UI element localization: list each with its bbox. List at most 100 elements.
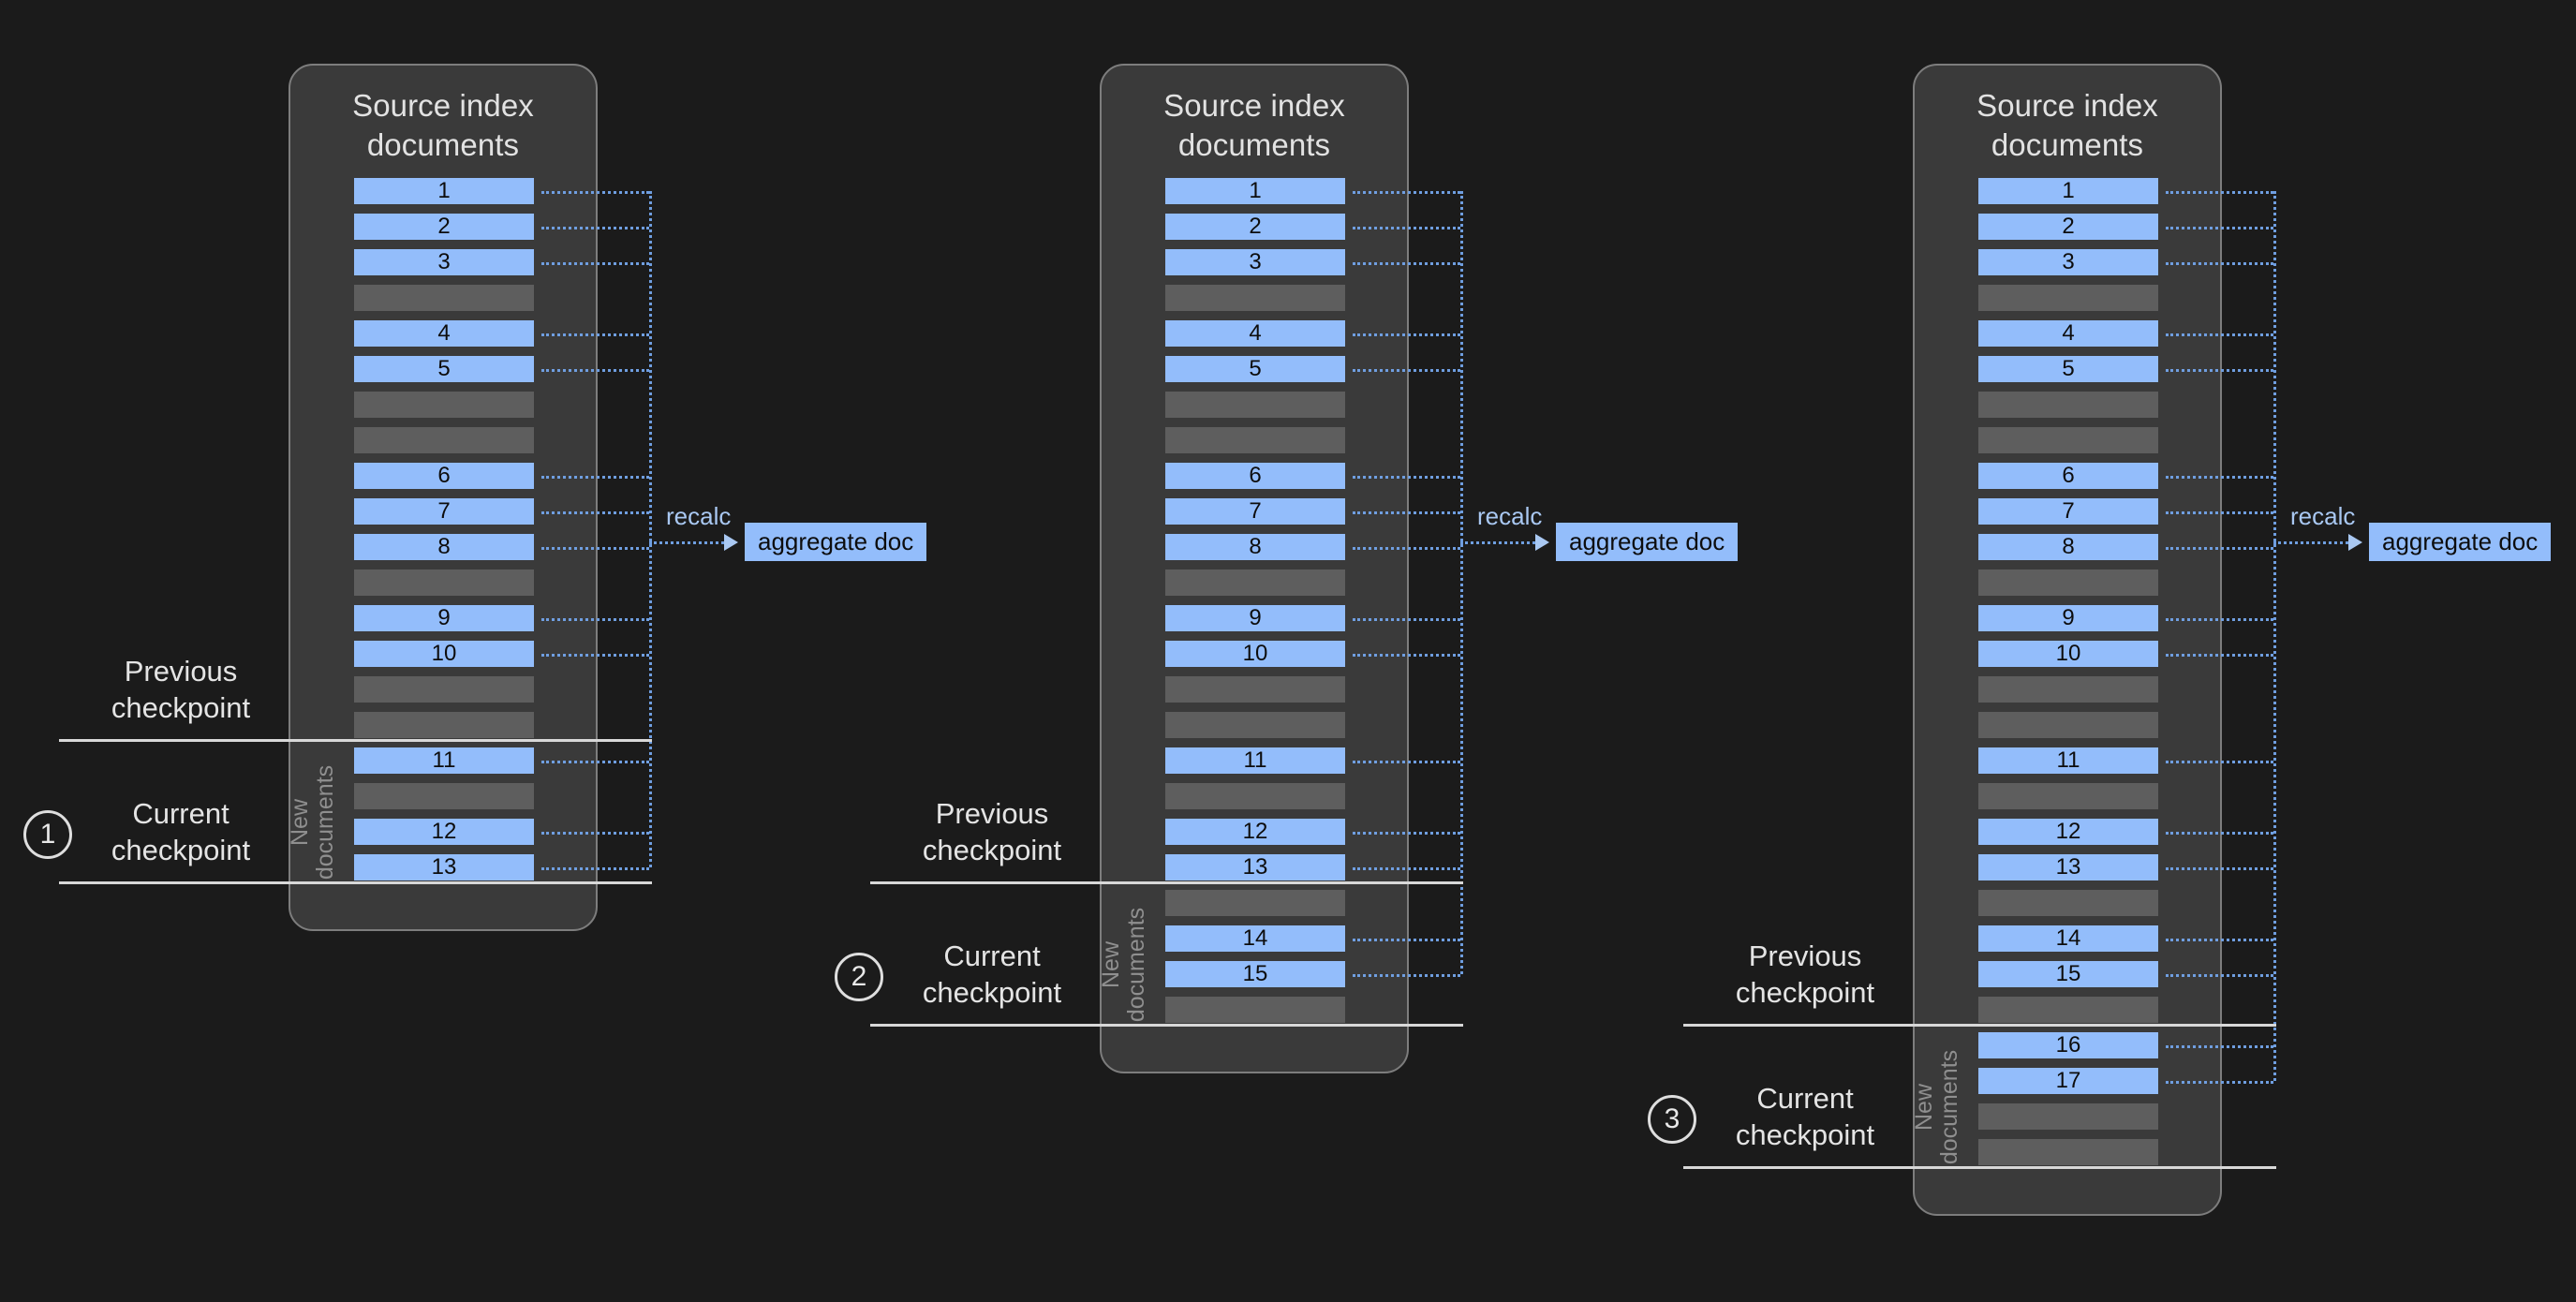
document-row-empty: [354, 427, 534, 453]
document-row-12: 12: [354, 819, 534, 845]
document-row-6: 6: [354, 463, 534, 489]
document-row-13: 13: [1165, 854, 1345, 880]
new-documents-label-2: New documents: [1098, 907, 1149, 1023]
document-row-3: 3: [1165, 249, 1345, 275]
document-row-2: 2: [354, 214, 534, 240]
recalc-label-1: recalc: [666, 502, 732, 530]
connector-line-2: [2166, 227, 2273, 229]
document-row-empty: [1165, 570, 1345, 596]
document-row-13: 13: [1978, 854, 2158, 880]
document-row-empty: [1165, 783, 1345, 809]
connector-line-3: [2166, 262, 2273, 265]
recalc-arrow-line-2: [1460, 541, 1535, 544]
connector-line-16: [2166, 1045, 2273, 1048]
document-row-empty: [354, 783, 534, 809]
current-checkpoint-line-3: [1683, 1166, 2276, 1169]
connector-line-12: [2166, 832, 2273, 835]
connector-line-15: [1353, 974, 1460, 977]
current-checkpoint-label-2: Current checkpoint: [922, 940, 1062, 1010]
document-row-8: 8: [1165, 534, 1345, 560]
connector-bus-2: [1460, 191, 1463, 974]
document-row-10: 10: [354, 641, 534, 667]
connector-line-5: [541, 369, 649, 372]
document-row-14: 14: [1978, 925, 2158, 952]
document-row-11: 11: [354, 747, 534, 774]
recalc-arrow-head-3: [2348, 534, 2362, 551]
current-checkpoint-label-3: Current checkpoint: [1735, 1082, 1875, 1152]
connector-bus-1: [649, 191, 652, 867]
connector-line-6: [2166, 476, 2273, 479]
connector-line-14: [1353, 939, 1460, 941]
document-row-empty: [354, 392, 534, 418]
recalc-label-2: recalc: [1477, 502, 1543, 530]
document-row-3: 3: [1978, 249, 2158, 275]
document-row-empty: [1978, 285, 2158, 311]
step-number-2: 2: [835, 953, 883, 1001]
document-row-1: 1: [1165, 178, 1345, 204]
document-row-6: 6: [1978, 463, 2158, 489]
document-row-1: 1: [1978, 178, 2158, 204]
connector-line-7: [541, 511, 649, 514]
document-row-4: 4: [1978, 320, 2158, 347]
document-row-7: 7: [354, 498, 534, 525]
connector-line-11: [1353, 761, 1460, 763]
aggregate-doc-box-2: aggregate doc: [1556, 523, 1739, 562]
connector-line-6: [541, 476, 649, 479]
connector-line-11: [2166, 761, 2273, 763]
panel-title-1: Source index documents: [352, 88, 534, 163]
document-row-7: 7: [1165, 498, 1345, 525]
document-row-empty: [354, 712, 534, 738]
connector-line-7: [1353, 511, 1460, 514]
previous-checkpoint-line-2: [870, 881, 1463, 884]
document-row-empty: [1165, 712, 1345, 738]
connector-line-3: [1353, 262, 1460, 265]
document-row-11: 11: [1978, 747, 2158, 774]
document-row-5: 5: [1978, 356, 2158, 382]
recalc-label-3: recalc: [2290, 502, 2356, 530]
connector-line-2: [541, 227, 649, 229]
document-row-15: 15: [1978, 961, 2158, 987]
document-row-8: 8: [354, 534, 534, 560]
previous-checkpoint-label-2: Previous checkpoint: [922, 797, 1062, 867]
document-row-10: 10: [1978, 641, 2158, 667]
document-row-14: 14: [1165, 925, 1345, 952]
document-row-empty: [1978, 1103, 2158, 1130]
document-row-empty: [1165, 285, 1345, 311]
document-row-empty: [1165, 997, 1345, 1023]
document-row-empty: [1978, 712, 2158, 738]
connector-line-13: [1353, 867, 1460, 870]
document-row-8: 8: [1978, 534, 2158, 560]
document-row-2: 2: [1165, 214, 1345, 240]
aggregate-doc-box-1: aggregate doc: [745, 523, 927, 562]
aggregate-doc-box-3: aggregate doc: [2369, 523, 2552, 562]
document-row-9: 9: [354, 605, 534, 631]
document-row-10: 10: [1165, 641, 1345, 667]
document-row-empty: [1978, 427, 2158, 453]
document-row-empty: [354, 676, 534, 703]
recalc-arrow-line-3: [2273, 541, 2348, 544]
document-row-17: 17: [1978, 1068, 2158, 1094]
connector-line-6: [1353, 476, 1460, 479]
connector-line-3: [541, 262, 649, 265]
connector-line-12: [541, 832, 649, 835]
document-row-9: 9: [1978, 605, 2158, 631]
document-row-empty: [1978, 997, 2158, 1023]
connector-line-9: [541, 618, 649, 621]
current-checkpoint-line-1: [59, 881, 652, 884]
document-row-13: 13: [354, 854, 534, 880]
document-row-empty: [1978, 570, 2158, 596]
document-row-empty: [1978, 783, 2158, 809]
previous-checkpoint-label-1: Previous checkpoint: [111, 655, 251, 725]
previous-checkpoint-label-3: Previous checkpoint: [1735, 940, 1875, 1010]
document-row-3: 3: [354, 249, 534, 275]
connector-line-2: [1353, 227, 1460, 229]
recalc-arrow-head-2: [1535, 534, 1549, 551]
connector-line-5: [1353, 369, 1460, 372]
current-checkpoint-label-1: Current checkpoint: [111, 797, 251, 867]
previous-checkpoint-line-3: [1683, 1024, 2276, 1027]
document-row-5: 5: [1165, 356, 1345, 382]
connector-line-10: [1353, 654, 1460, 657]
current-checkpoint-line-2: [870, 1024, 1463, 1027]
document-row-12: 12: [1978, 819, 2158, 845]
